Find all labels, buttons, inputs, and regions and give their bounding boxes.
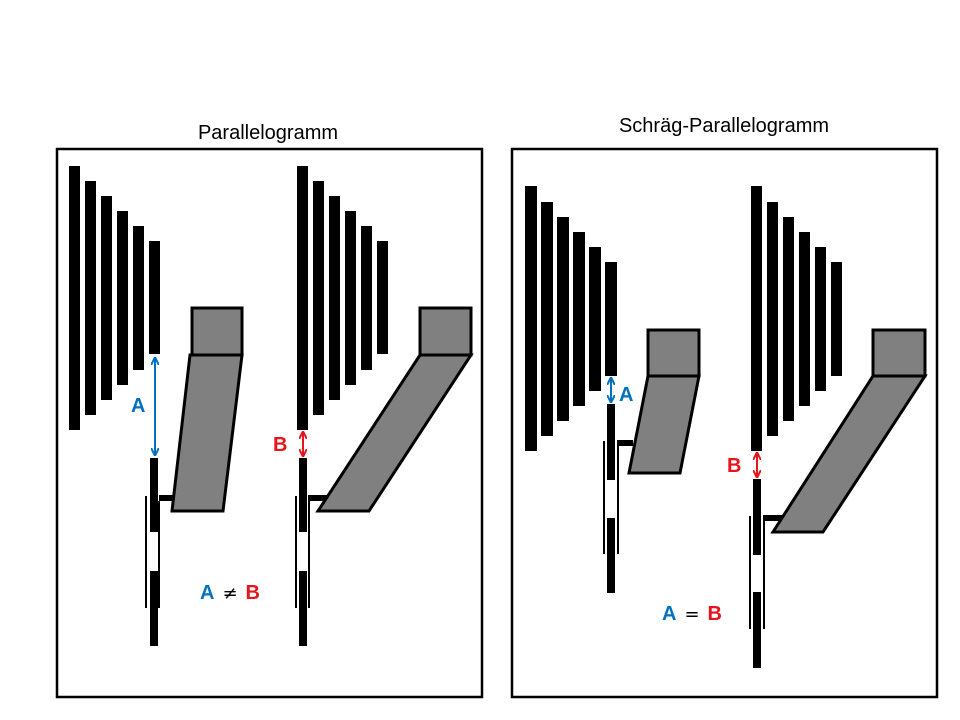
gray-block [190,306,244,357]
label-b: B [727,455,741,477]
relation-a: A [662,603,676,625]
right-figure-b: B [727,186,928,668]
lamella-stack [525,186,617,451]
label-a: A [619,384,633,406]
relation-b: B [246,582,260,604]
lower-column [603,404,633,593]
gray-block [646,328,701,378]
left-title: Parallelogramm [198,122,338,144]
relation-b: B [708,603,722,625]
parallelogram-arm [315,353,474,513]
parallelogram-arm [170,353,244,513]
lamella-stack [69,166,160,430]
relation-operator: ≠ [222,583,237,604]
label-b: B [273,434,287,456]
parallelogram-arm [627,374,701,475]
right-figure-a: A [525,186,701,593]
parallelogram-arm [770,374,928,534]
label-a: A [131,395,145,417]
gray-block [418,306,473,357]
left-relation: A ≠ B [200,582,260,604]
gray-block [871,328,927,378]
right-relation: A = B [662,603,722,625]
lamella-stack [751,186,842,451]
lower-column [749,479,783,668]
lower-column [295,458,332,646]
lower-column [145,458,174,646]
relation-a: A [200,582,214,604]
left-figure-a: A [69,166,244,646]
relation-operator: = [684,604,699,625]
lamella-stack [297,166,388,430]
left-figure-b: B [273,166,474,646]
right-title: Schräg-Parallelogramm [619,115,829,137]
